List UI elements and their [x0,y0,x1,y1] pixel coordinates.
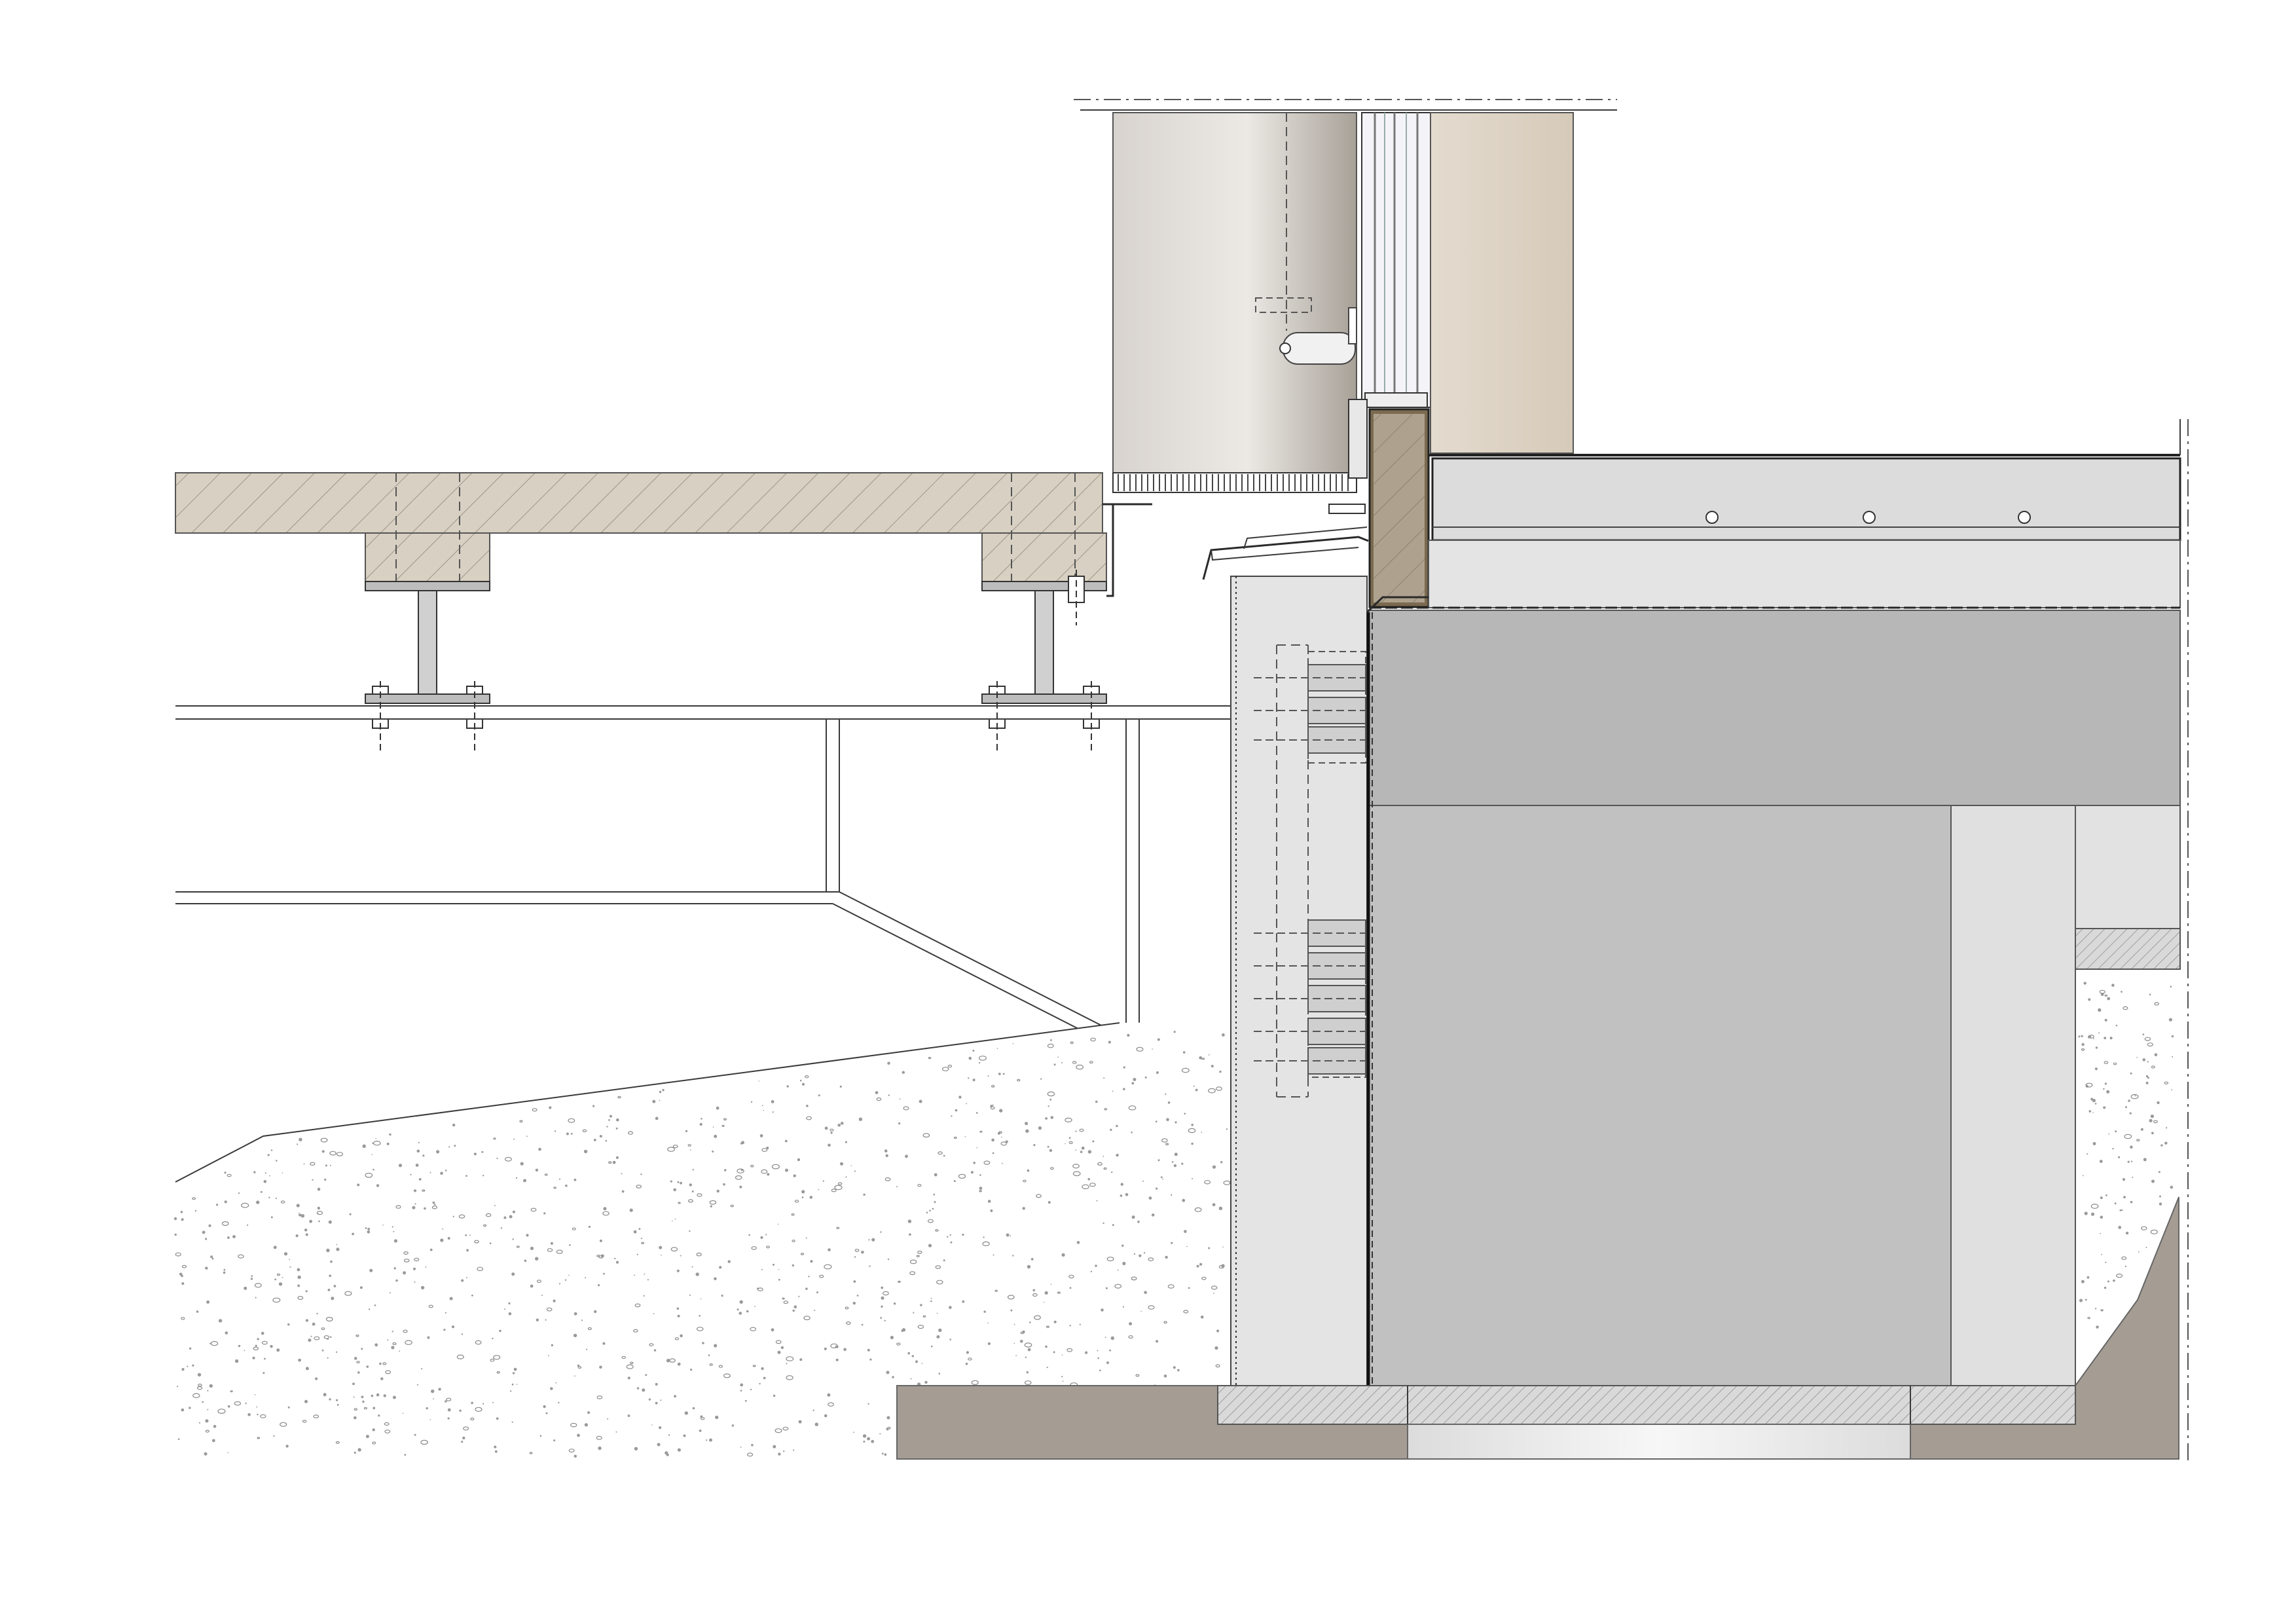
support-frame [175,705,1231,1047]
window-frame-profile [1348,112,1431,479]
top-reference-lines [1074,99,1617,111]
fixing-bracket [1254,697,1366,724]
fixing-bracket [1254,664,1366,692]
foundation [896,1196,2179,1460]
timber-sill-block [1368,408,1430,608]
bolt [372,681,389,753]
bracket-fixings [1254,651,1366,1078]
fixing-bracket [1254,726,1366,754]
roller-shutter-box [1112,112,1357,473]
i-beam [981,581,1107,753]
ventilation-grille [1112,472,1357,493]
steel-beams [365,570,1107,753]
fixing-bracket [1254,952,1366,980]
sill-flashing [1202,504,1369,580]
gravel-fill-right [2075,973,2179,1382]
bolt [1083,681,1100,753]
fixing-bracket [1254,919,1366,947]
floor-buildup [1370,454,2181,609]
sandstone-wall [1430,112,1574,454]
gravel-fill [173,1022,1231,1459]
i-beam [365,581,490,753]
timber-deck [175,472,1152,597]
right-reference-line [2179,419,2189,1464]
edge-bolt [1068,570,1085,625]
bolt [466,681,483,753]
bolt [989,681,1006,753]
concrete-structure [1366,596,2181,1386]
